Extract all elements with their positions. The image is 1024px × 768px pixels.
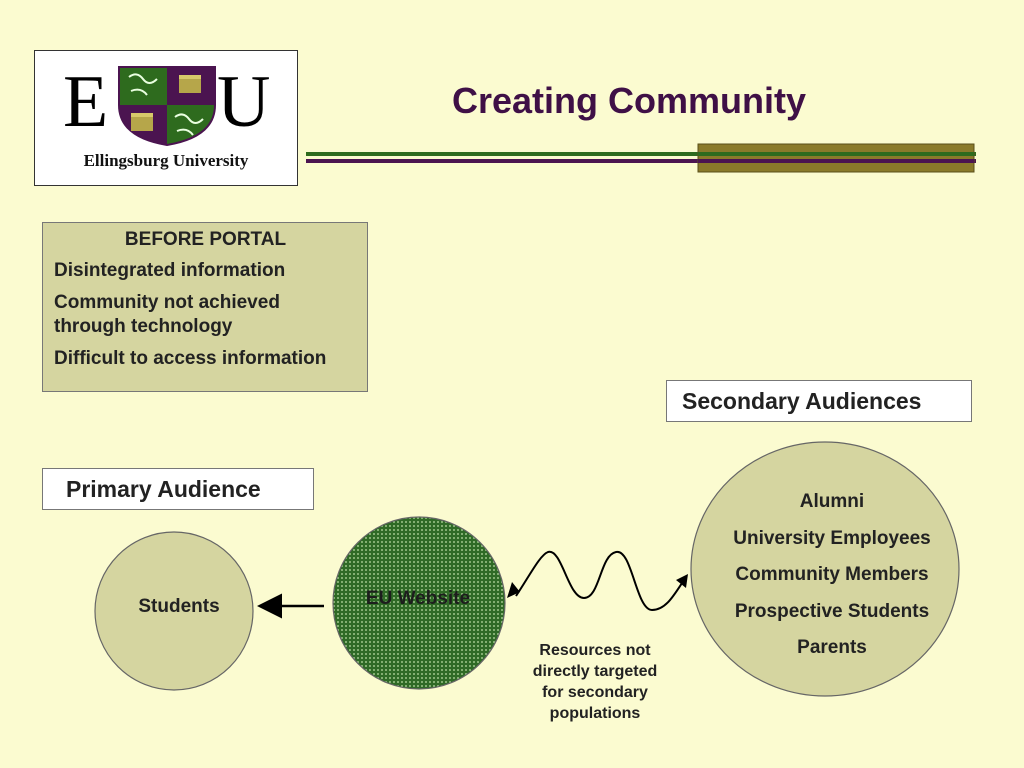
resources-note: Resources not directly targeted for seco… xyxy=(500,640,690,724)
primary-audience-label: Primary Audience xyxy=(42,468,314,510)
students-circle xyxy=(94,531,254,691)
audience-item: Alumni xyxy=(799,491,865,512)
page-title: Creating Community xyxy=(452,80,807,121)
university-logo: E U Ellingsburg University xyxy=(34,50,298,186)
audience-item: University Employees xyxy=(733,527,931,549)
students-label: Students xyxy=(138,596,220,617)
university-name: Ellingsburg University xyxy=(83,151,249,170)
secondary-audiences-list: Alumni University Employees Community Me… xyxy=(700,488,964,671)
logo-letter-u: U xyxy=(217,61,271,143)
audience-item: Community Members xyxy=(735,564,929,585)
shield-icon xyxy=(118,66,216,147)
before-portal-item: Disintegrated information xyxy=(54,260,286,281)
audience-item: Parents xyxy=(797,637,867,658)
eu-website-label: EU Website xyxy=(365,588,471,609)
resources-note-text: Resources not directly targeted for seco… xyxy=(532,642,658,722)
wave-arrowhead-left xyxy=(507,582,520,598)
before-portal-item: Community not achieved through technolog… xyxy=(54,292,280,337)
before-portal-panel: BEFORE PORTAL Disintegrated information … xyxy=(42,222,368,392)
secondary-audiences-circle xyxy=(690,441,960,697)
eu-website-circle xyxy=(332,516,506,690)
wave-connector xyxy=(515,550,685,612)
secondary-audiences-label: Secondary Audiences xyxy=(666,380,972,422)
before-portal-heading: BEFORE PORTAL xyxy=(124,229,287,250)
logo-letter-e: E xyxy=(63,61,109,143)
header-divider xyxy=(306,143,976,173)
audience-item: Prospective Students xyxy=(734,600,930,622)
before-portal-item: Difficult to access information xyxy=(54,348,327,369)
wave-arrowhead-right xyxy=(676,574,688,588)
